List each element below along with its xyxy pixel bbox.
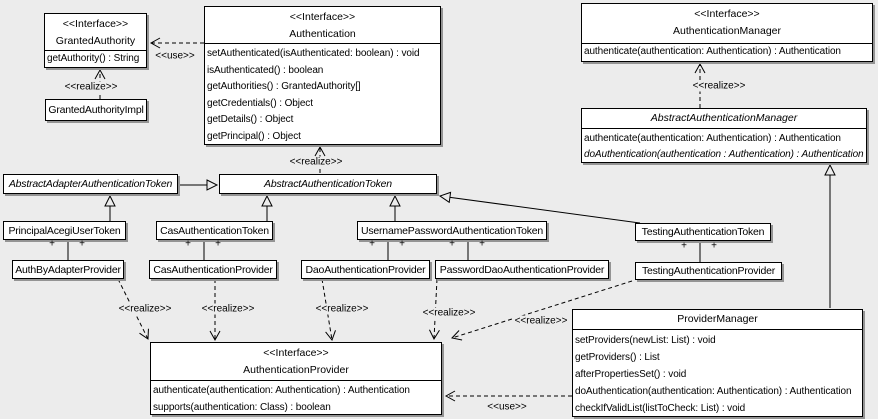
- realize-label: <<realize>>: [313, 303, 371, 315]
- method: supports(authentication: Class) : boolea…: [153, 401, 331, 413]
- class-name: Authentication: [289, 28, 356, 40]
- class-password-dao-authentication-provider[interactable]: PasswordDaoAuthenticationProvider: [435, 260, 609, 279]
- edge-gen-testingtoken-abstracttoken: [438, 191, 641, 224]
- multiplicity-plus: +: [711, 240, 717, 252]
- class-granted-authority-impl[interactable]: GrantedAuthorityImpl: [45, 99, 147, 121]
- method: getAuthorities() : GrantedAuthority[]: [207, 81, 361, 93]
- stereotype: <<Interface>>: [694, 8, 760, 20]
- class-granted-authority[interactable]: <<Interface>> GrantedAuthority getAuthor…: [44, 13, 147, 68]
- class-name: AuthByAdapterProvider: [15, 263, 121, 276]
- class-name: AbstractAuthenticationManager: [650, 112, 798, 124]
- method: doAuthentication(authentication: Authent…: [575, 386, 852, 397]
- multiplicity-plus: +: [49, 238, 55, 250]
- edge-realize-testingprovider: [451, 280, 633, 341]
- use-label: <<use>>: [153, 50, 197, 62]
- realize-label: <<realize>>: [287, 156, 345, 168]
- realize-label: <<realize>>: [62, 81, 120, 93]
- method: setAuthenticated(isAuthenticated: boolea…: [207, 48, 420, 59]
- class-abstract-authentication-token[interactable]: AbstractAuthenticationToken: [219, 174, 437, 194]
- class-name: PrincipalAcegiUserToken: [8, 224, 121, 237]
- multiplicity-plus: +: [369, 238, 375, 250]
- class-name: PasswordDaoAuthenticationProvider: [439, 263, 605, 276]
- class-authentication-provider[interactable]: <<Interface>> AuthenticationProvider aut…: [150, 342, 442, 415]
- method: getProviders() : List: [575, 352, 660, 363]
- class-name: AbstractAuthenticationToken: [264, 178, 392, 190]
- class-abstract-adapter-authentication-token[interactable]: AbstractAdapterAuthenticationToken: [3, 174, 178, 194]
- class-name: TestingAuthenticationToken: [641, 226, 765, 238]
- class-name: AbstractAdapterAuthenticationToken: [8, 178, 173, 190]
- realize-label: <<realize>>: [199, 303, 257, 315]
- class-name: UsernamePasswordAuthenticationToken: [360, 224, 544, 237]
- class-name: ProviderManager: [677, 313, 758, 325]
- class-name: DaoAuthenticationProvider: [305, 263, 426, 276]
- class-authentication[interactable]: <<Interface>> Authentication setAuthenti…: [204, 6, 441, 145]
- stereotype: <<Interface>>: [263, 347, 329, 359]
- method: setProviders(newList: List) : void: [575, 335, 716, 346]
- multiplicity-plus: +: [681, 240, 687, 252]
- class-name: AuthenticationManager: [673, 25, 781, 37]
- multiplicity-plus: +: [449, 238, 455, 250]
- class-name: CasAuthenticationToken: [160, 224, 269, 237]
- multiplicity-plus: +: [399, 238, 405, 250]
- multiplicity-plus: +: [185, 238, 191, 250]
- class-testing-authentication-token[interactable]: TestingAuthenticationToken: [635, 223, 771, 241]
- class-dao-authentication-provider[interactable]: DaoAuthenticationProvider: [301, 260, 430, 279]
- realize-label: <<realize>>: [512, 315, 570, 327]
- use-label: <<use>>: [485, 401, 529, 413]
- stereotype: <<Interface>>: [289, 11, 356, 23]
- method: checkIfValidList(listToCheck: List) : vo…: [575, 403, 746, 414]
- multiplicity-plus: +: [79, 238, 85, 250]
- class-principal-acegi-user-token[interactable]: PrincipalAcegiUserToken: [3, 221, 126, 240]
- class-cas-authentication-token[interactable]: CasAuthenticationToken: [156, 221, 273, 240]
- method: getAuthority() : String: [47, 53, 140, 64]
- method: authenticate(authentication: Authenticat…: [153, 385, 410, 396]
- realize-label: <<realize>>: [420, 307, 478, 319]
- method: getDetails() : Object: [207, 114, 294, 126]
- class-username-password-authentication-token[interactable]: UsernamePasswordAuthenticationToken: [357, 221, 547, 240]
- realize-label: <<realize>>: [690, 80, 748, 92]
- realize-label: <<realize>>: [116, 303, 174, 315]
- class-cas-authentication-provider[interactable]: CasAuthenticationProvider: [149, 260, 277, 279]
- class-name: GrantedAuthorityImpl: [48, 104, 144, 116]
- class-name: AuthenticationProvider: [243, 364, 349, 376]
- class-provider-manager[interactable]: ProviderManager setProviders(newList: Li…: [572, 309, 863, 417]
- class-name: TestingAuthenticationProvider: [641, 265, 776, 277]
- class-authentication-manager[interactable]: <<Interface>> AuthenticationManager auth…: [581, 3, 873, 62]
- multiplicity-plus: +: [479, 238, 485, 250]
- method: getPrincipal() : Object: [207, 130, 301, 142]
- class-name: GrantedAuthority: [55, 35, 136, 47]
- class-abstract-authentication-manager[interactable]: AbstractAuthenticationManager authentica…: [581, 108, 867, 163]
- method: authenticate(authentication: Authenticat…: [584, 133, 841, 144]
- method: isAuthenticated() : boolean: [207, 64, 324, 76]
- stereotype: <<Interface>>: [62, 18, 129, 30]
- class-name: CasAuthenticationProvider: [153, 263, 273, 276]
- method: authenticate(authentication: Authenticat…: [584, 46, 841, 57]
- method: afterPropertiesSet() : void: [575, 369, 687, 380]
- method: getCredentials() : Object: [207, 97, 313, 109]
- method: doAuthentication(authentication : Authen…: [584, 149, 864, 160]
- multiplicity-plus: +: [215, 238, 221, 250]
- class-testing-authentication-provider[interactable]: TestingAuthenticationProvider: [635, 262, 782, 280]
- class-auth-by-adapter-provider[interactable]: AuthByAdapterProvider: [12, 260, 124, 279]
